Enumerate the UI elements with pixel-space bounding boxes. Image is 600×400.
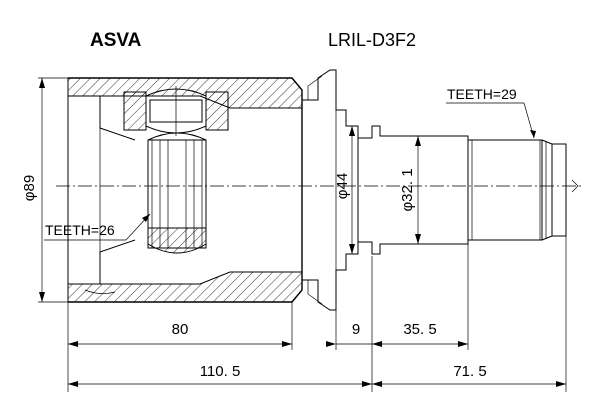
housing-bottom-wall	[67, 271, 303, 303]
arrow	[349, 126, 355, 136]
dim-row-1: 80 9 35. 5	[67, 236, 567, 392]
roller-right	[205, 91, 229, 131]
stub-shaft	[358, 125, 567, 255]
leader-arrow	[142, 214, 150, 222]
flange-width-label: 9	[352, 321, 360, 338]
housing	[67, 77, 303, 303]
bore-lower	[68, 239, 136, 285]
shaft-end	[541, 139, 553, 241]
arrow	[326, 341, 336, 347]
flange	[302, 69, 359, 311]
stub-length-label: 71. 5	[453, 363, 486, 380]
bore-upper	[68, 95, 136, 141]
dim-housing-diameter: φ89	[21, 77, 68, 303]
roller-hub	[149, 99, 203, 123]
arrow	[362, 381, 372, 387]
arrow	[415, 234, 421, 244]
flange-lip-top	[307, 75, 323, 100]
part-number: LRIL-D3F2	[328, 30, 416, 50]
tripod-roller	[123, 86, 229, 136]
arrow	[68, 341, 78, 347]
arrow	[372, 381, 382, 387]
housing-outline	[68, 77, 303, 303]
flange-lip-bottom	[307, 280, 323, 305]
seat-diameter-label: φ44	[334, 173, 351, 199]
spline-section	[467, 139, 543, 241]
teeth-outer-callout: TEETH=29	[446, 86, 536, 139]
dim-shaft-diameter: φ32. 1	[399, 136, 421, 244]
housing-length-label: 80	[172, 321, 189, 338]
spider-top	[147, 132, 207, 141]
arrow	[349, 244, 355, 254]
teeth-inner-callout: TEETH=26	[44, 213, 151, 241]
bore-chamfer	[84, 289, 116, 294]
arrow	[415, 136, 421, 146]
arrow	[39, 292, 45, 302]
shaft-section-label: 35. 5	[403, 321, 436, 338]
roller-left	[123, 91, 147, 131]
teeth-inner-label: TEETH=26	[45, 222, 115, 238]
center-arrow	[571, 179, 579, 193]
overall-body-label: 110. 5	[200, 363, 241, 380]
arrow	[39, 78, 45, 88]
arrow	[282, 341, 292, 347]
shaft-tip	[552, 143, 567, 237]
arrow	[458, 341, 468, 347]
dim-row-2: 110. 5 71. 5	[68, 363, 566, 387]
flange-outline	[302, 69, 359, 311]
shaft-diameter-label: φ32. 1	[399, 168, 416, 211]
spider-shaft	[147, 132, 207, 254]
dim-seat-diameter: φ44	[334, 126, 355, 254]
arrow	[556, 381, 566, 387]
brand-label: ASVA	[90, 30, 142, 51]
teeth-outer-label: TEETH=29	[447, 86, 517, 102]
arrow	[68, 381, 78, 387]
housing-diameter-label: φ89	[21, 175, 38, 201]
spider-tip	[147, 227, 207, 254]
housing-top-wall	[67, 77, 303, 109]
leader-arrow	[530, 130, 536, 138]
